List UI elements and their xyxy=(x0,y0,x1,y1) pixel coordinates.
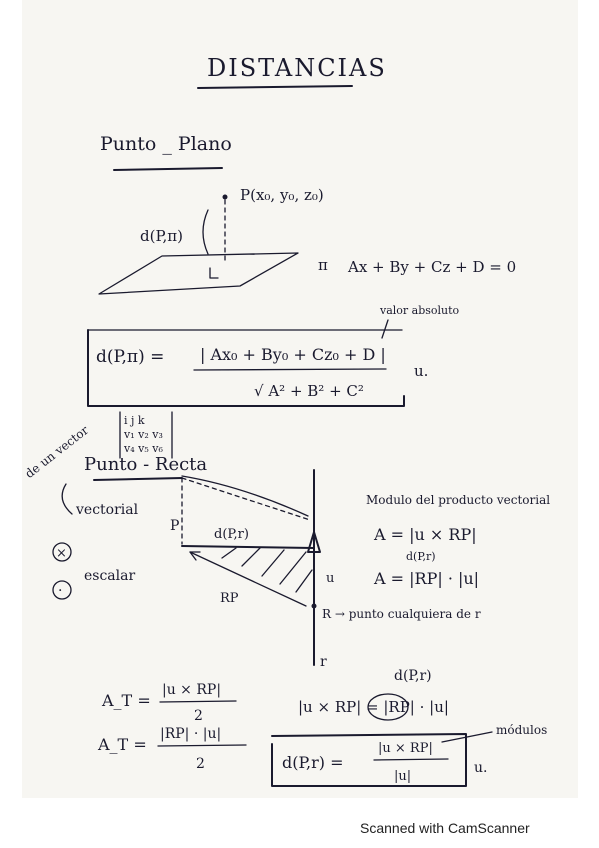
final-formula-box xyxy=(271,733,467,787)
area-total-den-2: 2 xyxy=(196,756,205,772)
formula-box xyxy=(87,329,405,407)
area-total-label-2: A_T = xyxy=(97,735,147,754)
formula-lhs: d(P,π) = xyxy=(96,347,164,367)
section2-heading: Punto - Recta xyxy=(84,454,207,475)
area-equation-1: A = |u × RP| xyxy=(373,525,477,544)
final-unit: u. xyxy=(474,760,487,776)
distance-brace xyxy=(202,209,209,255)
vector-rp-arrow xyxy=(189,551,307,607)
right-angle-mark xyxy=(209,267,219,279)
determinant-row-2: v₁ v₂ v₃ xyxy=(123,428,163,441)
area-total-label-1: A_T = xyxy=(101,691,151,710)
formula-unit: u. xyxy=(414,362,428,380)
final-lhs: d(P,r) = xyxy=(282,753,343,772)
cross-circle-icon xyxy=(52,542,72,562)
vectorial-label: vectorial xyxy=(75,502,139,518)
area-equation-2: A = |RP| · |u| xyxy=(373,569,479,588)
vectorial-bracket xyxy=(61,483,73,515)
triangle-hatching xyxy=(221,547,313,593)
plane-shape xyxy=(98,252,299,295)
modulo-note: Modulo del producto vectorial xyxy=(366,493,550,507)
area-total-num-1: |u × RP| xyxy=(162,682,221,698)
escalar-label: escalar xyxy=(84,568,135,584)
circled-rp-mark xyxy=(367,693,409,721)
formula-fraction-bar xyxy=(193,368,387,371)
final-denominator: |u| xyxy=(394,769,411,784)
formula-numerator: | Ax₀ + By₀ + Cz₀ + D | xyxy=(200,345,386,364)
dot-symbol: · xyxy=(58,583,62,599)
point-p-dot xyxy=(222,194,228,200)
distance-segment xyxy=(181,545,315,549)
section1-heading: Punto _ Plano xyxy=(100,133,232,155)
plane-equation: Ax + By + Cz + D = 0 xyxy=(347,258,516,276)
area-total-bar-1 xyxy=(159,700,237,703)
scanner-watermark: Scanned with CamScanner xyxy=(360,820,530,836)
wavy-top-edge xyxy=(181,475,309,517)
abs-note-arrow xyxy=(381,319,389,339)
cross-symbol: × xyxy=(56,546,67,561)
r-point-note: R → punto cualquiera de r xyxy=(322,607,481,621)
vector-rp-arrowhead xyxy=(189,551,201,561)
final-fraction-bar xyxy=(373,758,449,761)
modulos-arrow xyxy=(441,731,493,743)
area-total-den-1: 2 xyxy=(194,708,203,724)
point-p-label: P(x₀, y₀, z₀) xyxy=(240,186,324,204)
point-p-label-2: P xyxy=(170,518,179,534)
area-total-bar-2 xyxy=(157,744,247,747)
plane-symbol: π xyxy=(318,256,328,274)
equality-line: |u × RP| = |RP| · |u| xyxy=(298,698,449,716)
scanned-page: DISTANCIAS Punto _ Plano P(x₀, y₀, z₀) d… xyxy=(22,0,578,798)
modulos-note: módulos xyxy=(496,723,547,737)
handwritten-notes: DISTANCIAS Punto _ Plano P(x₀, y₀, z₀) d… xyxy=(22,54,550,787)
point-r-dot xyxy=(311,603,317,609)
area-total-num-2: |RP| · |u| xyxy=(160,726,221,742)
section2-underline xyxy=(93,477,183,481)
abs-value-note: valor absoluto xyxy=(379,304,460,317)
determinant-row-1: i j k xyxy=(124,414,145,427)
dot-circle-icon xyxy=(52,580,72,600)
section1-underline xyxy=(113,167,223,171)
distance-label: d(P,π) xyxy=(140,227,183,245)
formula-denominator: √ A² + B² + C² xyxy=(254,382,364,400)
determinant-row-3: v₄ v₅ v₆ xyxy=(123,442,163,455)
title-underline xyxy=(197,85,353,89)
rp-label: RP xyxy=(220,591,239,606)
segment-label: d(P,r) xyxy=(214,527,249,542)
direction-vector-arrow xyxy=(307,531,321,553)
area-subnote: d(P,r) xyxy=(406,550,436,563)
r-label: r xyxy=(320,654,327,670)
determinant-bars xyxy=(119,411,173,459)
page-title: DISTANCIAS xyxy=(207,54,387,82)
dashed-top-edge xyxy=(181,477,311,521)
vector-side-note: de un vector xyxy=(22,423,91,481)
u-label: u xyxy=(326,571,334,586)
dpr-top-note: d(P,r) xyxy=(394,668,432,684)
final-numerator: |u × RP| xyxy=(378,741,433,756)
